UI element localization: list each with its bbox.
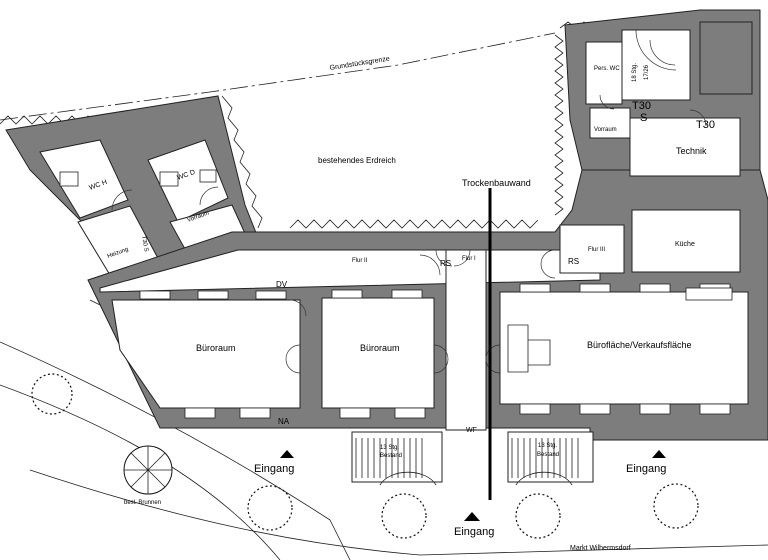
trees <box>31 373 699 539</box>
label-bestand-right: Bestand <box>537 452 559 458</box>
label-bueroraum-2: Büroraum <box>360 343 400 353</box>
main-building <box>87 169 768 441</box>
label-eingang-left: Eingang <box>254 463 294 475</box>
label-t30s-left: T30 S <box>140 235 149 252</box>
label-rs-right: RS <box>568 257 579 266</box>
label-brunnen: besl. Brunnen <box>124 500 161 506</box>
label-stg-18: 18 Stg. <box>632 63 638 82</box>
label-eingang-right: Eingang <box>626 463 666 475</box>
label-buerflaeche: Bürofläche/Verkaufsfläche <box>587 340 692 350</box>
label-flur-ii: Flur II <box>352 258 368 264</box>
label-flur-i: Flur I <box>462 256 476 262</box>
label-wf: WF <box>466 427 477 434</box>
label-bestand-left: Bestand <box>380 453 402 459</box>
label-dv: DV <box>276 280 288 289</box>
label-technik: Technik <box>676 146 707 156</box>
entrance-stairs <box>351 431 594 486</box>
eingang-right-triangle <box>652 450 666 458</box>
label-vorraum-right: Vorraum <box>594 127 617 133</box>
well-symbol <box>123 445 173 495</box>
entrance-markers <box>280 450 666 521</box>
label-pers-wc: Pers. WC <box>594 66 620 72</box>
label-bueroraum-1: Büroraum <box>196 343 236 353</box>
label-eingang-center: Eingang <box>454 526 494 538</box>
label-markt: Markt Wilhermsdorf <box>570 545 631 552</box>
label-flur-iii: Flur III <box>588 247 605 253</box>
eingang-center-triangle <box>464 512 480 521</box>
label-trockenbauwand: Trockenbauwand <box>462 178 531 188</box>
label-t30-s: T30 <box>632 100 651 112</box>
label-stg-13-left: 13 Stg. <box>380 445 399 451</box>
label-rs-left: RS <box>440 259 451 268</box>
label-s: S <box>640 112 647 124</box>
top-right-wing <box>564 9 761 177</box>
label-kueche: Küche <box>675 241 695 248</box>
eingang-left-triangle <box>280 450 294 458</box>
label-grundstuecksgrenze: Grundstücksgrenze <box>329 56 390 72</box>
label-stg-frac: 17/26 <box>644 64 650 80</box>
label-na: NA <box>278 417 290 426</box>
label-t30-technik: T30 <box>696 119 715 131</box>
label-stg-13-right: 13 Stg. <box>538 443 557 449</box>
label-erdreich: bestehendes Erdreich <box>318 156 396 165</box>
